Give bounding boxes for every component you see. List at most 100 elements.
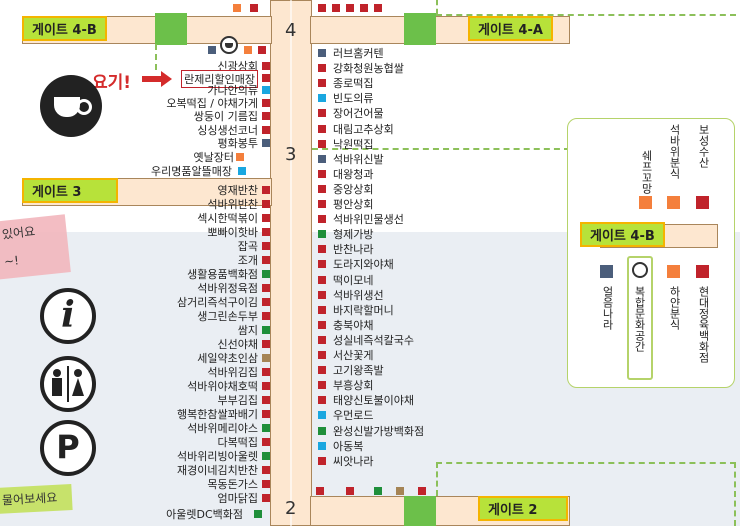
shop-label: 러브홈커텐 (333, 47, 384, 60)
shop-label: 아동복 (333, 439, 364, 453)
shop-label: 중앙상회 (333, 182, 374, 196)
shop-label: 평안상회 (333, 198, 374, 211)
shop-label: 석바위김집 (207, 366, 258, 379)
section-number-3: 3 (285, 144, 297, 165)
cafe-small-icon (632, 262, 648, 278)
shop-category-square (262, 214, 270, 222)
shop-category-square (318, 351, 326, 359)
parking-icon: P (40, 420, 96, 476)
shop-label: 석바위정육점 (197, 282, 258, 295)
shop-category-square (262, 368, 270, 376)
shop-label: 뽀빠이핫바 (207, 226, 258, 239)
shop-category-square (318, 124, 326, 133)
shop-category-square (318, 79, 326, 88)
shop-label: 우리명품알뜰매장 (151, 165, 232, 178)
shop-category-square (262, 62, 270, 70)
bottom-square (396, 487, 404, 495)
shop-category-square (318, 94, 326, 103)
shop-label: 석바위메리야스 (187, 422, 258, 435)
shop-label: 장어건어물 (333, 107, 384, 121)
shop-label: 씨앗나라 (333, 454, 374, 468)
shop-category-square (318, 169, 326, 178)
cafe-icon (40, 75, 102, 137)
shop-category-square (262, 74, 270, 82)
shop-label: 석바위야채호떡 (187, 380, 258, 393)
shop-label: 바지락할머니 (333, 303, 394, 317)
shop-label: 엄마닭집 (217, 492, 258, 505)
shop-category-square (262, 228, 270, 236)
route-gate2-top (436, 462, 736, 464)
shop-category-square (262, 396, 270, 404)
top-square (318, 4, 326, 12)
shop-category-square (318, 305, 326, 314)
here-arrow-icon (142, 76, 162, 82)
shop-label: 종로떡집 (333, 77, 374, 91)
shop-category-square (262, 270, 270, 278)
shop-category-square (236, 153, 244, 161)
shop-label: 싱싱생선코너 (197, 124, 258, 137)
inset-shop-square (639, 196, 652, 209)
shop-category-square (318, 456, 326, 465)
shop-category-square (318, 381, 326, 390)
shop-label: 잡곡 (237, 240, 258, 253)
shop-category-square (262, 452, 270, 460)
shop-label: 부흥상회 (333, 379, 374, 393)
gate-2-entrance (404, 496, 436, 526)
route-4a-top (436, 14, 736, 16)
inset-shop-square (600, 265, 613, 278)
shop-label: 신선야채 (217, 338, 258, 351)
gate-4b-text: 게이트 4-B (24, 18, 105, 39)
note-text-2: ~! (3, 253, 20, 269)
shop-category-square (262, 284, 270, 292)
shop-label: 충북야채 (333, 318, 374, 332)
shop-category-square (318, 441, 326, 450)
shop-category-square (262, 466, 270, 474)
shop-category-square (262, 126, 270, 134)
shop-category-square (318, 335, 326, 344)
shop-label: 낙원떡집 (333, 137, 374, 151)
shop-category-square (318, 154, 326, 163)
shop-category-square (262, 242, 270, 250)
shop-label: 조개 (237, 254, 258, 267)
section-number-2: 2 (285, 498, 297, 519)
shop-category-square (262, 424, 270, 432)
top-square (360, 4, 368, 12)
route-gate2 (436, 462, 438, 496)
inset-gate-4b-text: 게이트 4-B (582, 224, 663, 245)
shop-category-square (262, 438, 270, 446)
shop-category-square (262, 340, 270, 348)
gate-2-label: 게이트 2 (478, 496, 568, 521)
shop-label: 형제가방 (333, 228, 374, 242)
shop-label: 쌈지 (237, 324, 258, 337)
top-square (374, 4, 382, 12)
shop-label: 오복떡집 / 야채가게 (166, 97, 258, 110)
gate-4b-entrance (155, 13, 187, 45)
shop-label: 태양신토불이야채 (333, 394, 414, 408)
bottom-square (374, 487, 382, 495)
shop-category-square (262, 354, 270, 362)
gate-4a-entrance (404, 13, 436, 45)
top-square (250, 4, 258, 12)
shop-category-square (318, 184, 326, 193)
shop-label: 신광상회 (217, 60, 258, 73)
shop-label: 섹시한떡볶이 (197, 212, 258, 225)
inset-shop-label: 쉐프꼬망 (640, 150, 653, 194)
inset-shop-square (667, 196, 680, 209)
shop-label: 석바위신발 (333, 152, 384, 166)
top-square (332, 4, 340, 12)
shop-category-square (318, 320, 326, 329)
shop-category-square (318, 215, 326, 224)
shop-category-square (262, 326, 270, 334)
shop-category-square (262, 410, 270, 418)
note-text-3: 물어보세요 (1, 490, 58, 508)
shop-label: 빈도의류 (333, 92, 374, 106)
shop-label: 옛날장터 (193, 151, 234, 164)
top-square (233, 4, 241, 12)
shop-label: 영재반찬 (217, 184, 258, 197)
shop-label: 생그린손두부 (197, 310, 258, 323)
shop-category-square (262, 312, 270, 320)
shop-category-square (262, 86, 270, 94)
shop-category-square (318, 200, 326, 208)
shop-category-square (318, 396, 326, 405)
shop-category-square (262, 480, 270, 488)
